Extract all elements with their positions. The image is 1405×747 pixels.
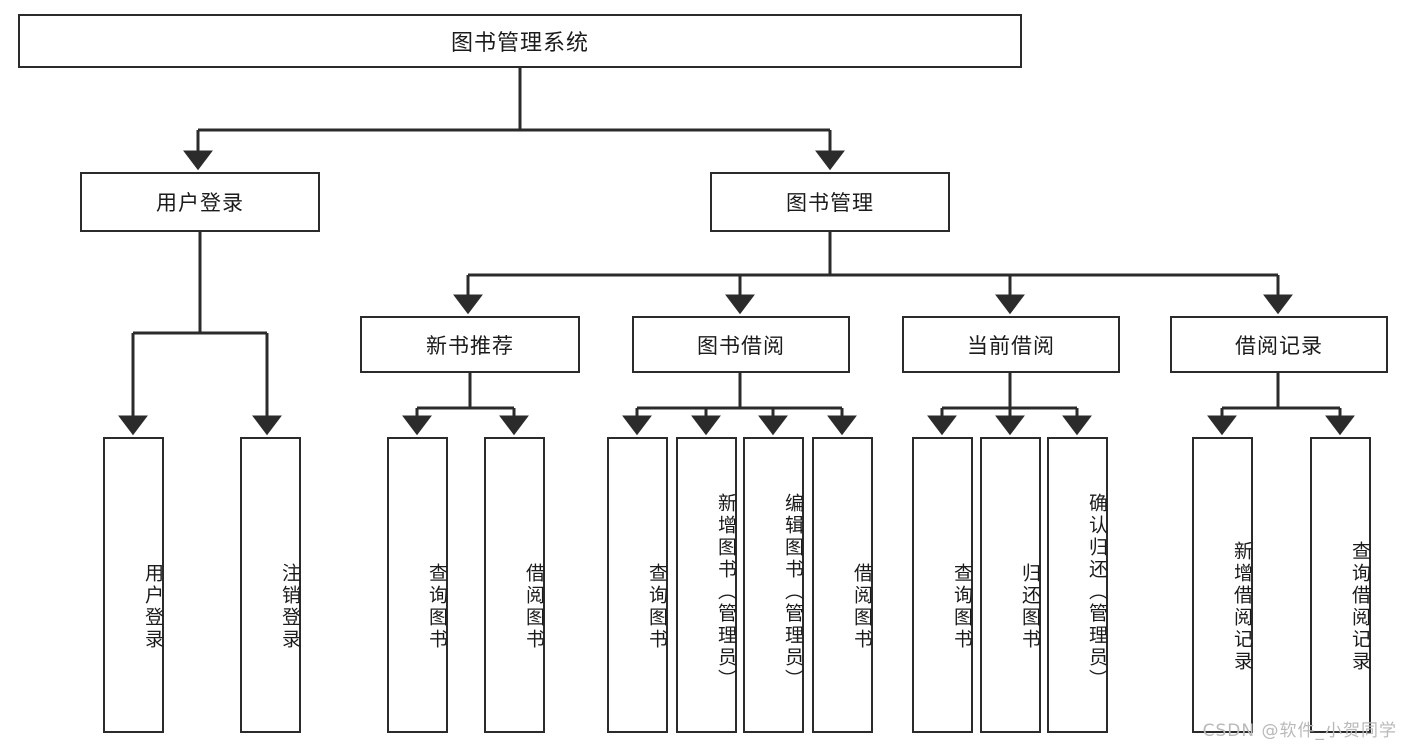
leaf-label: 编辑图书（管理员） (782, 493, 804, 691)
node-book-manage[interactable]: 图书管理 (710, 172, 950, 232)
leaf-label: 确认归还（管理员） (1086, 493, 1108, 691)
leaf-label: 查询借阅记录 (1349, 541, 1371, 673)
node-new-book-recommend[interactable]: 新书推荐 (360, 316, 580, 373)
node-user-login[interactable]: 用户登录 (80, 172, 320, 232)
node-current-borrow[interactable]: 当前借阅 (902, 316, 1120, 373)
node-root-system[interactable]: 图书管理系统 (18, 14, 1022, 68)
leaf-label: 注销登录 (279, 563, 301, 651)
leaf-label: 归还图书 (1019, 563, 1041, 651)
leaf-label: 用户登录 (142, 563, 164, 651)
leaf-add-record[interactable]: 新增借阅记录 (1192, 437, 1253, 733)
leaf-label: 查询图书 (951, 563, 973, 651)
leaf-label: 借阅图书 (851, 563, 873, 651)
leaf-label: 新增借阅记录 (1231, 541, 1253, 673)
leaf-query-record[interactable]: 查询借阅记录 (1310, 437, 1371, 733)
leaf-return-book[interactable]: 归还图书 (980, 437, 1041, 733)
leaf-borrow-book-2[interactable]: 借阅图书 (812, 437, 873, 733)
node-book-borrow[interactable]: 图书借阅 (632, 316, 850, 373)
leaf-add-book[interactable]: 新增图书（管理员） (676, 437, 737, 733)
leaf-label: 查询图书 (646, 563, 668, 651)
leaf-query-book-2[interactable]: 查询图书 (607, 437, 668, 733)
leaf-label: 新增图书（管理员） (715, 493, 737, 691)
leaf-label: 借阅图书 (523, 563, 545, 651)
leaf-label: 查询图书 (426, 563, 448, 651)
leaf-logout[interactable]: 注销登录 (240, 437, 301, 733)
leaf-user-login[interactable]: 用户登录 (103, 437, 164, 733)
leaf-confirm-return[interactable]: 确认归还（管理员） (1047, 437, 1108, 733)
leaf-borrow-book-1[interactable]: 借阅图书 (484, 437, 545, 733)
leaf-query-book-3[interactable]: 查询图书 (912, 437, 973, 733)
leaf-query-book-1[interactable]: 查询图书 (387, 437, 448, 733)
leaf-edit-book[interactable]: 编辑图书（管理员） (743, 437, 804, 733)
node-borrow-record[interactable]: 借阅记录 (1170, 316, 1388, 373)
